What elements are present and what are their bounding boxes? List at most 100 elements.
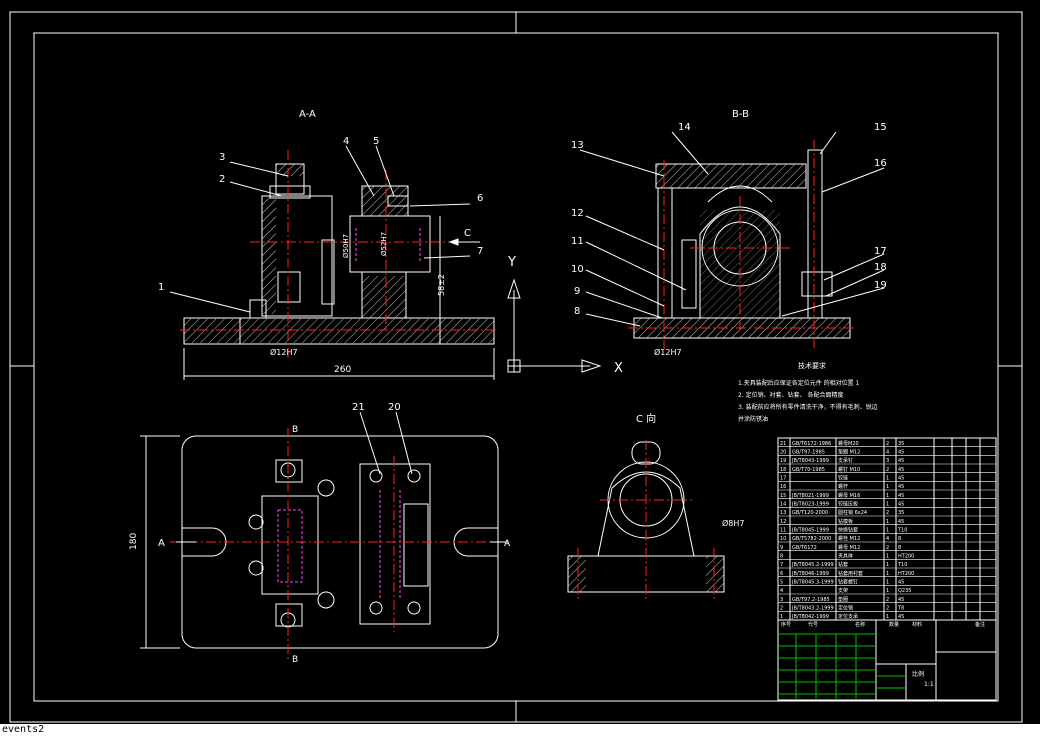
dim-dia50: Ø50H7 <box>342 234 350 258</box>
bom-cell: 2 <box>780 606 783 612</box>
bom-cell: 铰链压板 <box>838 501 858 508</box>
bom-cell: GB/T97.2-1985 <box>792 597 830 603</box>
bom-cell: 18 <box>780 467 786 473</box>
bom-cell: 13 <box>780 510 786 516</box>
bom-cell: 2 <box>886 606 889 612</box>
bom-cell: JB/T8043.2-1999 <box>791 606 834 612</box>
bom-cell: 铰链 <box>838 475 848 482</box>
command-line[interactable]: events2 <box>0 724 1040 736</box>
bom-cell: 定位支承 <box>838 613 858 620</box>
bom-cell: 17 <box>780 476 786 482</box>
bom-cell: 钻模板 <box>838 518 853 525</box>
dim-dia52: Ø52H7 <box>380 232 388 256</box>
bom-cell: 21 <box>780 441 786 447</box>
bom-cell: 圆柱销 6x24 <box>838 509 867 516</box>
bom-h-3: 数量 <box>889 621 899 628</box>
bom-cell: 螺杆 <box>838 483 848 490</box>
callout-12: 12 <box>571 208 584 219</box>
tech-notes: 技术要求 1.夹具装配后应保证各定位元件 的相对位置 1 2. 定位销、衬套、钻… <box>738 361 878 423</box>
bom-cell: 15 <box>780 493 786 499</box>
bom-cell: T10 <box>897 562 907 568</box>
command-line-text: events2 <box>2 724 45 735</box>
bom-cell: JB/T8045.2-1999 <box>791 562 834 568</box>
bom-cell: 45 <box>898 450 904 456</box>
callout-labels-aa: 1 2 3 4 5 6 7 <box>158 136 483 293</box>
dim-dia12-left: Ø12H7 <box>270 347 298 357</box>
bom-cell: 3 <box>886 458 889 464</box>
callout-labels-bb: 8 9 10 11 12 13 14 15 16 17 18 19 <box>571 122 887 317</box>
bom-cell: 10 <box>780 536 786 542</box>
callout-18: 18 <box>874 262 887 273</box>
bom-cell: 8 <box>898 536 901 542</box>
notes-line-4: 并涂防锈油 <box>738 415 768 423</box>
dim-dia12-right: Ø12H7 <box>654 347 682 357</box>
callout-3: 3 <box>219 152 225 163</box>
callout-5: 5 <box>373 136 379 147</box>
ucs-y-label: Y <box>507 255 516 270</box>
sheet-border <box>9 11 1023 723</box>
dim-180: 180 <box>129 533 139 550</box>
bom-h-2: 名称 <box>855 621 865 628</box>
bom-h-0: 序号 <box>781 621 791 628</box>
notes-line-1: 1.夹具装配后应保证各定位元件 的相对位置 1 <box>738 379 860 387</box>
callout-10: 10 <box>571 264 584 275</box>
bom-cell: 45 <box>898 614 904 620</box>
bom-cell: 螺母 M12 <box>838 544 860 551</box>
dim-58: 58±2 <box>437 274 446 296</box>
ucs-icon <box>507 278 602 373</box>
callout-16: 16 <box>874 158 887 169</box>
bom-cell: 1 <box>780 614 783 620</box>
callout-14: 14 <box>678 122 691 133</box>
bom-cell: 45 <box>898 458 904 464</box>
bom-cell: JB/T8045.3-1999 <box>791 580 834 586</box>
callout-17: 17 <box>874 246 887 257</box>
bom-cell: 9 <box>780 545 783 551</box>
section-a-right: A <box>504 539 511 549</box>
title-block <box>777 619 997 701</box>
callouts-bb <box>579 131 885 327</box>
bom-cell: 钻套用衬套 <box>838 570 863 577</box>
ucs-x-label: X <box>614 361 623 376</box>
bom-cell: 1 <box>886 562 889 568</box>
callouts-aa <box>169 145 471 313</box>
callout-11: 11 <box>571 236 584 247</box>
bom-cell: 19 <box>780 458 786 464</box>
bom-cell: 45 <box>898 476 904 482</box>
bom-cell: 4 <box>780 588 783 594</box>
bom-cell: 20 <box>780 450 786 456</box>
bom-cell: 1 <box>886 614 889 620</box>
bom-cell: 1 <box>886 519 889 525</box>
bom-cell: JB/T8042-1999 <box>791 614 829 620</box>
bom-cell: GB/T120-2000 <box>792 510 828 516</box>
section-b-top: B <box>292 425 298 435</box>
callout-6: 6 <box>477 193 483 204</box>
callout-19: 19 <box>874 280 887 291</box>
bom-cell: JB/T8023-1999 <box>791 502 829 508</box>
bom-header: 序号 代号 名称 数量 材料 备注 <box>781 621 985 628</box>
bom-cell: HT200 <box>898 571 914 577</box>
bom-cell: HT200 <box>898 554 914 560</box>
bom-cell: 8 <box>780 554 783 560</box>
bom-cell: 5 <box>780 580 783 586</box>
bom-cell: 2 <box>886 545 889 551</box>
view-c: C 向 Ø8H7 <box>567 412 745 600</box>
bom-cell: 45 <box>898 580 904 586</box>
notes-line-3: 3. 装配前应将所有零件清洗干净，不得有毛刺、锐边 <box>738 403 878 411</box>
bom-cell: 45 <box>898 467 904 473</box>
title-scale-label: 比例 <box>912 670 924 678</box>
bom-cell: 螺母 M16 <box>838 492 860 499</box>
bom-cell: 垫圈 <box>838 596 848 603</box>
view-aa-title: A-A <box>299 109 316 120</box>
bom-cell: 定位销 <box>838 605 853 612</box>
callout-15: 15 <box>874 122 887 133</box>
view-c-title: C 向 <box>636 412 656 425</box>
callout-4: 4 <box>343 136 349 147</box>
bom-cell: 2 <box>886 510 889 516</box>
view-aa: A-A <box>180 109 498 380</box>
bom-cell: 14 <box>780 502 786 508</box>
view-bb: B-B Ø12H7 <box>628 109 856 357</box>
bom-cell: 4 <box>886 536 889 542</box>
view-plan: A A B B 180 21 20 <box>129 402 511 665</box>
section-c-letter: C <box>464 228 471 239</box>
